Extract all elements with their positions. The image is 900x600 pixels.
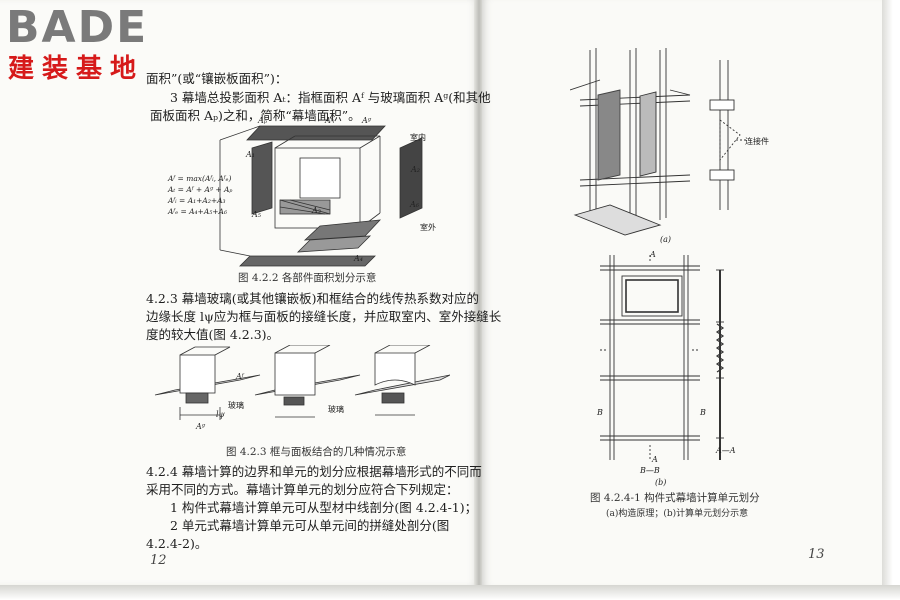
fig1-label-a1: A₁ [246,150,255,159]
fig1-formula-2: Aₜ = Aᶠ + Aᵍ + Aₚ [168,185,233,194]
fig1-label-afi: Aᶠᵢ [325,116,335,125]
page-number-left: 12 [150,553,167,568]
fig1-label-a2: A₂ [411,165,420,174]
figure-4-2-3-caption: 图 4.2.3 框与面板结合的几种情况示意 [226,446,407,458]
fig2-label-ag: Aᵍ [196,422,205,431]
fig2-label-af: Aᶠ [236,372,244,381]
page-edge-right [882,0,900,600]
fig2-glass-label-1: 玻璃 [228,401,244,410]
para-4-2-4-line-5: 4.2.4-2)。 [146,536,208,551]
para-4-2-4-line-4: 2 单元式幕墙计算单元可从单元间的拼缝处剖分(图 [170,518,450,533]
section-label-bb: B—B [640,466,660,475]
figure-4-2-4-1-subcaption: (a)构造原理；(b)计算单元划分示意 [606,509,749,519]
page-edge-bottom [0,585,900,600]
section-mark-a-bottom: A [652,455,658,464]
text-line-1: 面积”(或“镶嵌板面积”)： [146,71,288,86]
figure-4-2-4-1a-diagram [570,48,748,236]
section-mark-b-left: B [597,408,603,417]
fig1-label-a6: A₆ [410,200,419,209]
page-number-right: 13 [808,547,825,562]
fig-b-label: (b) [655,478,667,487]
connector-label: 连接件 [745,137,769,146]
bade-logo: BADE 建装基地 [6,4,176,90]
fig2-label-lpsi: lψ [216,410,225,419]
figure-4-2-2-diagram [219,125,423,267]
text-line-2: 3 幕墙总投影面积 Aₜ：指框面积 Aᶠ 与玻璃面积 Aᵍ(和其他 [170,90,491,105]
book-gutter [474,0,484,585]
fig1-label-ap: Aₚ [258,116,267,125]
fig1-label-a4: A₄ [354,254,363,263]
figure-4-2-4-1-caption: 图 4.2.4-1 构件式幕墙计算单元划分 [590,492,760,504]
fig1-label-a5: A₅ [252,210,261,219]
fig1-formula-3: Aᶠᵢ = A₁+A₂+A₃ [168,196,226,205]
para-4-2-4-line-1: 4.2.4 幕墙计算的边界和单元的划分应根据幕墙形式的不同而 [146,464,482,479]
fig-a-label: (a) [660,235,672,244]
fig1-label-a3: A₃ [312,206,321,215]
para-4-2-4-line-2: 采用不同的方式。幕墙计算单元的划分应符合下列规定： [146,482,459,497]
section-mark-b-right: B [700,408,706,417]
fig1-formula-4: Aᶠₑ = A₄+A₅+A₆ [168,207,227,216]
section-mark-a-top: A [650,250,656,259]
logo-text-cn: 建装基地 [8,54,145,84]
para-4-2-4-line-3: 1 构件式幕墙计算单元可从型材中线剖分(图 4.2.4-1)； [170,500,478,515]
fig1-formula-1: Aᶠ = max(Aᶠᵢ, Aᶠₑ) [168,174,232,183]
fig1-label-indoor: 室内 [410,133,426,142]
fig2-glass-label-2: 玻璃 [328,405,344,414]
fig1-label-outdoor: 室外 [420,223,436,232]
left-page [0,0,478,585]
section-label-aa: A—A [716,446,736,455]
figure-4-2-3-diagram [154,345,450,420]
para-4-2-3-line-1: 4.2.3 幕墙玻璃(或其他镶嵌板)和框结合的线传热系数对应的 [146,291,480,306]
text-line-3: 面板面积 Aₚ)之和，简称“幕墙面积”。 [150,108,361,123]
para-4-2-3-line-3: 度的较大值(图 4.2.3)。 [146,327,280,342]
para-4-2-3-line-2: 边缘长度 lψ应为框与面板的接缝长度，并应取室内、室外接缝长 [146,309,502,324]
figure-4-2-2-caption: 图 4.2.2 各部件面积划分示意 [238,272,377,284]
figure-4-2-4-1b-diagram [600,255,725,460]
logo-text-en: BADE [6,2,149,53]
fig1-label-ag: Aᵍ [362,116,371,125]
